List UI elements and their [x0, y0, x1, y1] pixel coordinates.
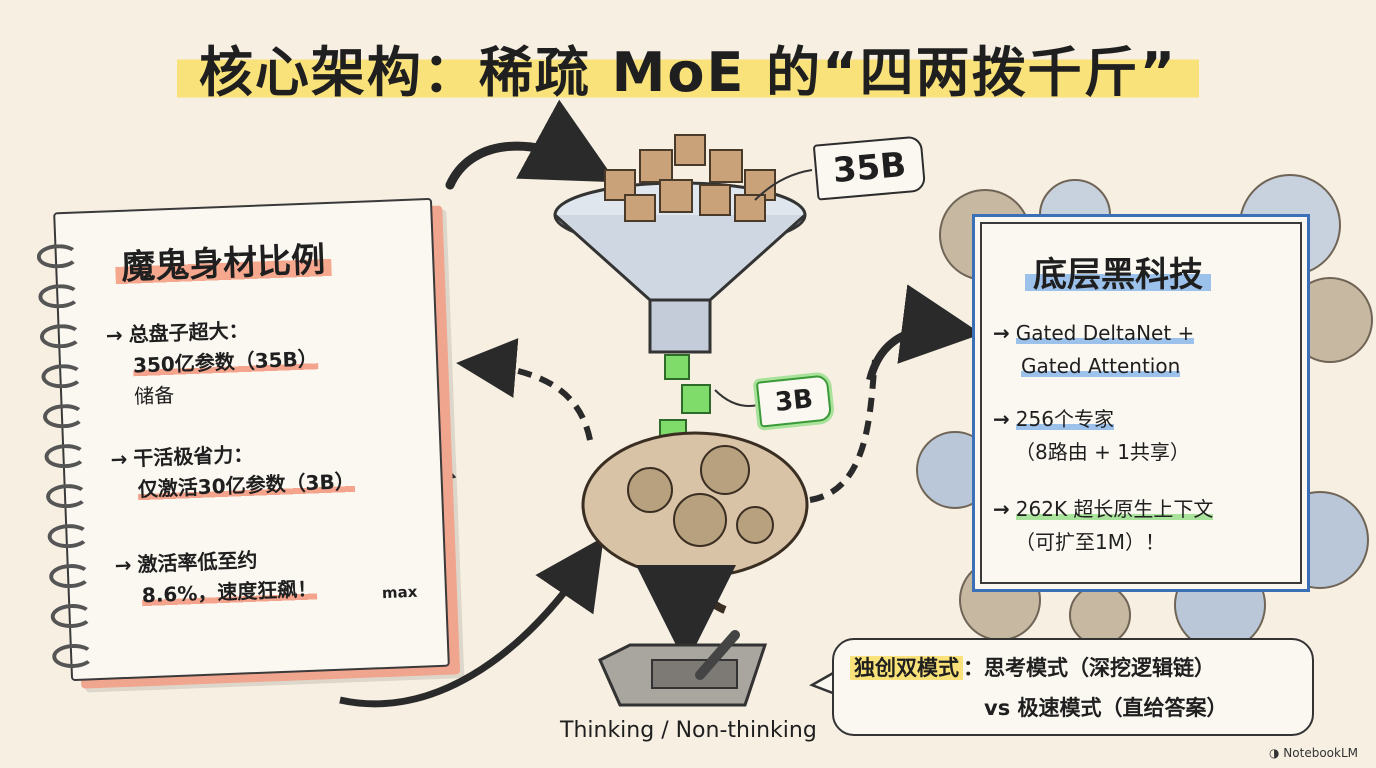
spiral-ring	[47, 523, 91, 549]
arrow-to-funnel	[445, 99, 617, 190]
total-params-tag: 35B	[812, 135, 927, 201]
item-arrow: →	[993, 407, 1010, 431]
item-arrow: →	[993, 321, 1010, 345]
item-line1: 总盘子超大：	[128, 318, 250, 347]
notebook-item-total: →总盘子超大： 350亿参数（35B） 储备	[105, 312, 319, 413]
spiral-ring	[42, 403, 86, 429]
spiral-ring	[45, 483, 89, 509]
mode-fast-text: vs 极速模式（直给答案）	[984, 696, 1228, 720]
notebook-item-active: →干活极省力： 仅激活30亿参数（3B）	[110, 435, 356, 506]
spiral-ring	[50, 603, 94, 629]
spiral-ring	[37, 283, 81, 310]
notebook-title: 魔鬼身材比例	[114, 231, 332, 290]
item-line1: 干活极省力：	[132, 441, 254, 471]
brain-icon	[581, 431, 809, 614]
mode-label: 独创双模式	[850, 656, 963, 680]
mode-line-2: vs 极速模式（直给答案）	[984, 692, 1228, 722]
item-line2: （8路由 + 1共享）	[1015, 440, 1190, 464]
total-params-label: 35B	[831, 144, 908, 192]
spiral-ring	[48, 563, 92, 589]
item-line1: 激活率低至约	[137, 547, 258, 577]
footer-text: NotebookLM	[1283, 746, 1358, 760]
tech-item-context: →262K 超长原生上下文 （可扩至1M）！	[993, 493, 1214, 559]
page-title: 核心架构：稀疏 MoE 的“四两拨千斤”	[176, 28, 1200, 107]
arrow-from-notebook	[339, 536, 604, 708]
item-line1: 262K 超长原生上下文	[1015, 497, 1214, 521]
spiral-ring	[36, 243, 80, 270]
item-line2: 8.6%，速度狂飙！	[141, 576, 318, 608]
switch-label: Thinking / Non-thinking	[560, 718, 817, 743]
cubes-icon	[604, 134, 776, 222]
tech-item-attention: →Gated DeltaNet + Gated Attention	[993, 317, 1195, 383]
spiral-ring	[40, 363, 84, 390]
item-line2: 仅激活30亿参数（3B）	[137, 469, 356, 502]
tech-item-experts: →256个专家 （8路由 + 1共享）	[993, 403, 1190, 469]
active-params-label: 3B	[773, 384, 815, 418]
item-line2: （可扩至1M）！	[1015, 530, 1165, 554]
item-line2: Gated Attention	[1021, 354, 1181, 378]
item-line3: 储备	[133, 382, 175, 409]
spiral-ring	[44, 443, 87, 469]
item-line1: Gated DeltaNet +	[1015, 321, 1195, 345]
bubble-tail	[809, 670, 839, 697]
active-params-tag: 3B	[755, 374, 833, 428]
item-arrow: →	[993, 497, 1010, 521]
footer-brand: ◑ NotebookLM	[1269, 746, 1358, 760]
mode-thinking-text: ：思考模式（深挖逻辑链）	[963, 656, 1215, 680]
spiral-ring	[51, 643, 95, 669]
arrow-to-tech	[866, 284, 982, 382]
dashed-arrow-left	[456, 338, 593, 441]
item-arrow: →	[110, 446, 128, 472]
gauge-max-label: max	[381, 582, 418, 603]
item-line2: 350亿参数（35B）	[132, 346, 319, 378]
notebook-item-rate: →激活率低至约 8.6%，速度狂飙！	[114, 543, 318, 613]
switch-icon	[598, 630, 768, 707]
tech-title: 底层黑科技	[1025, 247, 1211, 296]
tech-card: 底层黑科技 →Gated DeltaNet + Gated Attention …	[972, 214, 1310, 592]
item-line1: 256个专家	[1015, 407, 1114, 431]
notebook-card: 魔鬼身材比例 →总盘子超大： 350亿参数（35B） 储备 →干活极省力： 仅激…	[36, 197, 450, 682]
notebooklm-icon: ◑	[1269, 746, 1284, 760]
spiral-ring	[39, 323, 83, 350]
title-container: 核心架构：稀疏 MoE 的“四两拨千斤”	[0, 28, 1376, 107]
item-arrow: →	[114, 552, 132, 578]
mode-line-1: 独创双模式：思考模式（深挖逻辑链）	[850, 652, 1215, 682]
item-arrow: →	[105, 322, 124, 348]
mode-speech-bubble: 独创双模式：思考模式（深挖逻辑链） vs 极速模式（直给答案）	[832, 638, 1314, 736]
